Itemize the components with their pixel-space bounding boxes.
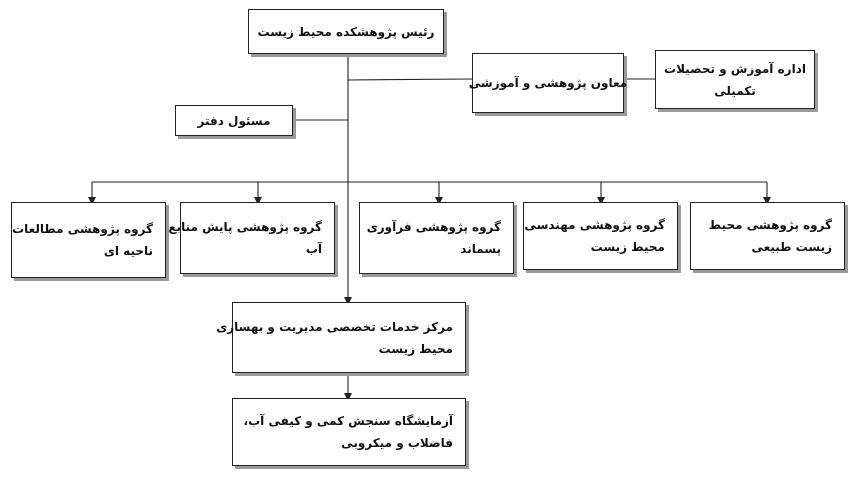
waste-group-box: گروه پژوهشی فرآوری پسماند xyxy=(359,202,514,274)
office-box: مسئول دفتر xyxy=(175,105,293,136)
natural-group-box: گروه پژوهشی محیط زیست طبیعی xyxy=(690,202,845,270)
waste-label-line2: پسماند xyxy=(460,242,501,256)
office-label: مسئول دفتر xyxy=(197,113,271,128)
education-label-line1: اداره آموزش و تحصیلات xyxy=(664,61,806,76)
regional-group-box: گروه پژوهشی مطالعات ناحیه ای xyxy=(11,202,166,278)
natural-label-line1: گروه پژوهشی محیط xyxy=(708,218,832,232)
lab-label-line1: آزمایشگاه سنجش کمی و کیفی آب، xyxy=(243,414,453,428)
natural-label-line2: زیست طبیعی xyxy=(751,240,832,254)
engineering-label-line1: گروه پژوهشی مهندسی xyxy=(524,218,665,232)
lab-box: آزمایشگاه سنجش کمی و کیفی آب، فاضلاب و م… xyxy=(232,398,466,466)
engineering-label-line2: محیط زیست xyxy=(590,240,665,254)
lab-label-line2: فاضلاب و میکروبی xyxy=(341,436,453,450)
head-box: رئیس پژوهشکده محیط زیست xyxy=(248,9,444,54)
engineering-group-box: گروه پژوهشی مهندسی محیط زیست xyxy=(523,202,678,270)
water-label-line2: آب xyxy=(305,242,322,256)
education-box: اداره آموزش و تحصیلات تکمیلی xyxy=(655,50,815,109)
center-label-line1: مرکز خدمات تخصصی مدیریت و بهسازی xyxy=(216,319,453,334)
center-box: مرکز خدمات تخصصی مدیریت و بهسازی محیط زی… xyxy=(216,302,466,373)
center-label-line2: محیط زیست xyxy=(378,341,453,356)
deputy-label: معاون پژوهشی و آموزشی xyxy=(468,76,628,90)
water-group-box: گروه پژوهشی پایش منابع آب xyxy=(168,202,335,274)
education-label-line2: تکمیلی xyxy=(714,83,756,98)
deputy-box: معاون پژوهشی و آموزشی xyxy=(468,53,628,113)
connector-deputy xyxy=(347,78,473,81)
regional-label-line2: ناحیه ای xyxy=(103,244,153,258)
head-label: رئیس پژوهشکده محیط زیست xyxy=(257,24,435,39)
regional-label-line1: گروه پژوهشی مطالعات xyxy=(12,222,153,236)
water-label-line1: گروه پژوهشی پایش منابع xyxy=(168,220,322,234)
waste-label-line1: گروه پژوهشی فرآوری xyxy=(366,220,501,234)
